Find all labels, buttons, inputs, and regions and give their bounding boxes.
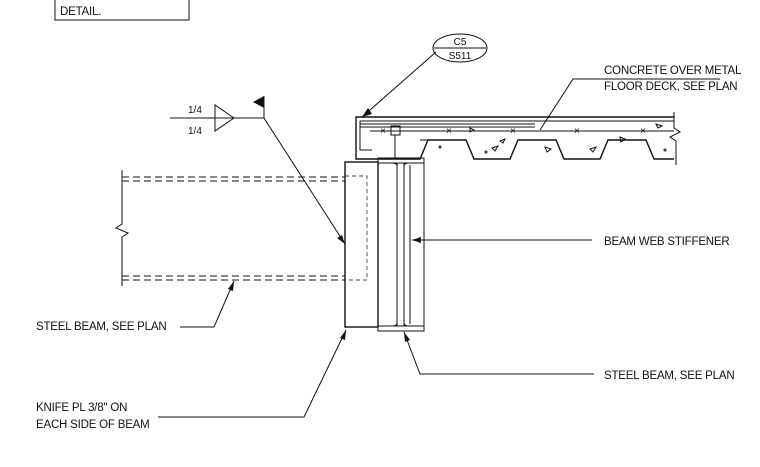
knife-plate-label-1: KNIFE PL 3/8" ON [36,402,127,414]
weld-size-bottom: 1/4 [188,126,202,137]
rebar-markers: × × × × × [380,126,646,137]
field-weld-flag-icon [253,96,264,108]
steel-beam-left-label: STEEL BEAM, SEE PLAN [36,321,166,333]
concrete-deck-leader [539,78,720,131]
svg-text:×: × [640,126,646,137]
stiffener-leader [412,237,592,243]
weld-leader [263,117,346,245]
steel-beam-left-leader [180,280,235,328]
weld-symbol: 1/4 1/4 [170,96,346,245]
framing-beam [114,170,345,286]
steel-beam-right-label: STEEL BEAM, SEE PLAN [604,370,734,382]
concrete-slab: × × × × × [355,112,681,165]
detail-title-box: DETAIL. [54,0,190,21]
section-leader [361,51,437,118]
section-bubble: C5 S511 [361,33,488,118]
section-bubble-bottom: S511 [449,51,472,62]
beam-web-stiffener-label: BEAM WEB STIFFENER [604,236,729,248]
steel-beam-right-leader [403,331,594,375]
svg-text:×: × [446,126,452,137]
detail-title-text: DETAIL. [60,6,101,18]
svg-text:×: × [380,126,386,137]
knife-plate-label-2: EACH SIDE OF BEAM [36,419,150,431]
steel-beam-section [377,157,425,332]
knife-plate-leader [158,329,347,418]
concrete-deck-label-2: FLOOR DECK, SEE PLAN [604,81,737,93]
concrete-deck-label-1: CONCRETE OVER METAL [604,65,742,77]
section-bubble-top: C5 [454,37,467,48]
weld-size-top: 1/4 [188,105,202,116]
knife-plate [344,161,379,328]
concrete-aggregate [438,123,667,154]
svg-text:×: × [574,126,580,137]
svg-text:×: × [510,126,516,137]
